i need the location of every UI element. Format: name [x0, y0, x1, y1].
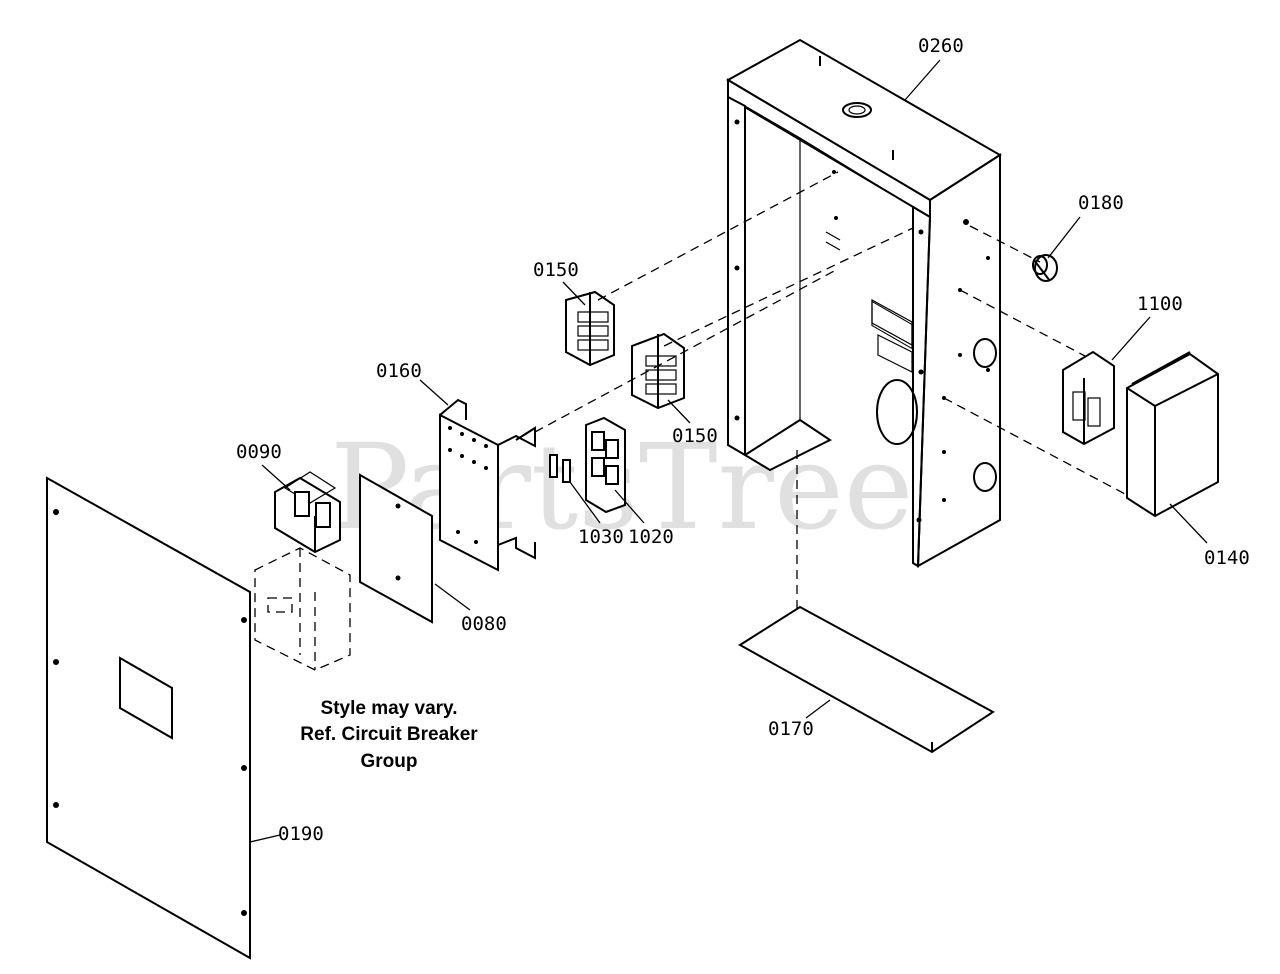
- label-0080: 0080: [461, 613, 507, 635]
- bracket-0160[interactable]: [439, 398, 536, 572]
- bracket-0150-upper[interactable]: [565, 290, 615, 367]
- plate-0080[interactable]: [359, 473, 433, 624]
- label-1020: 1020: [628, 526, 674, 548]
- enclosure-0260[interactable]: [725, 38, 1002, 568]
- part-labels: 0260 0180 0150 1100 0160 0090 0150 1030 …: [236, 35, 1250, 845]
- door-panel-0190[interactable]: [46, 476, 251, 960]
- label-0190: 0190: [278, 823, 324, 845]
- bracket-0150-lower[interactable]: [631, 332, 685, 410]
- label-0170: 0170: [768, 718, 814, 740]
- alignment-lines: [534, 171, 1128, 610]
- breaker-ghost-outline: [254, 547, 351, 671]
- note-line-1: Style may vary.: [321, 698, 458, 719]
- label-0140: 0140: [1204, 547, 1250, 569]
- box-0140[interactable]: [1126, 351, 1219, 518]
- style-note: Style may vary. Ref. Circuit Breaker Gro…: [300, 698, 478, 772]
- fuses-1030[interactable]: [549, 454, 571, 483]
- label-0260: 0260: [918, 35, 964, 57]
- label-0180: 0180: [1078, 192, 1124, 214]
- knob-0180[interactable]: [1032, 254, 1058, 282]
- label-0160: 0160: [376, 360, 422, 382]
- note-line-3: Group: [361, 751, 418, 772]
- note-line-2: Ref. Circuit Breaker: [300, 724, 478, 745]
- label-1030: 1030: [578, 526, 624, 548]
- label-1100: 1100: [1137, 293, 1183, 315]
- leader-lines: [249, 59, 1208, 843]
- breaker-0090[interactable]: [274, 471, 341, 554]
- relay-1100[interactable]: [1062, 350, 1115, 446]
- bottom-cover-0170[interactable]: [738, 605, 995, 754]
- label-0090: 0090: [236, 441, 282, 463]
- label-0150-upper: 0150: [533, 259, 579, 281]
- fuse-holder-1020[interactable]: [585, 416, 626, 514]
- label-0150-lower: 0150: [672, 425, 718, 447]
